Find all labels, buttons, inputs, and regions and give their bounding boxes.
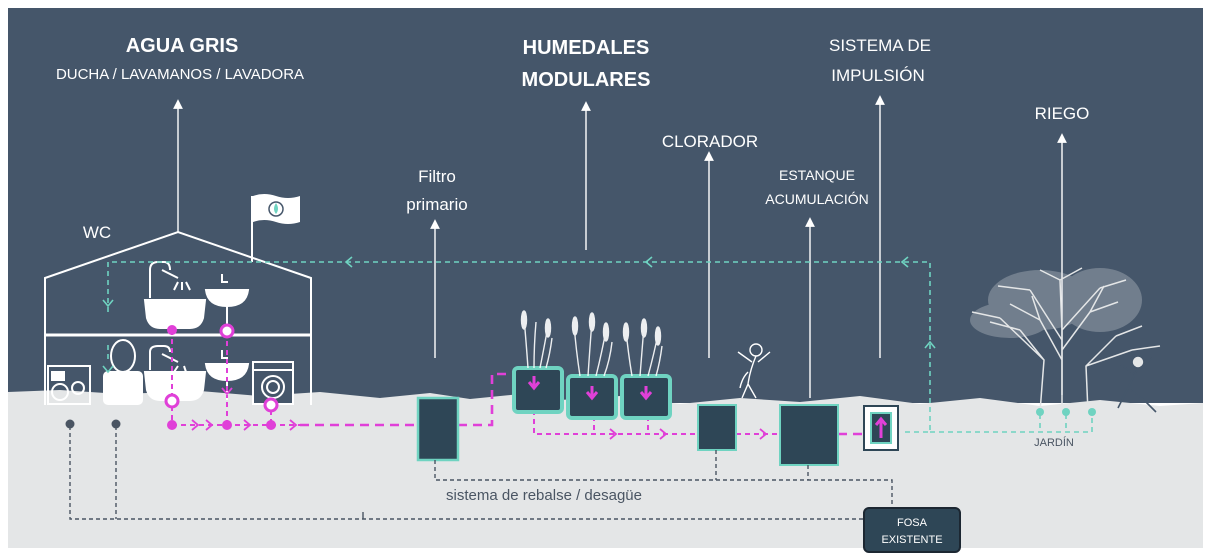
wc-label: WC — [83, 223, 111, 242]
riego-label: RIEGO — [1035, 104, 1090, 123]
greywater-junction-dots — [164, 323, 279, 430]
sistema-label-line1: SISTEMA DE — [829, 36, 931, 55]
bathtub-shower-icon-upper — [143, 261, 207, 329]
estanque-label-line1: ESTANQUE — [779, 167, 855, 183]
filtro-label-line2: primario — [406, 195, 467, 214]
jardin-label: JARDÍN — [1034, 436, 1074, 449]
fosa-existente-box — [863, 507, 961, 553]
flag-logo-icon — [251, 194, 300, 262]
filtro-label-line1: Filtro — [418, 167, 456, 186]
drain-overflow-line — [69, 426, 893, 520]
drain-inlet-dots — [65, 419, 121, 429]
return-flow-arrows — [102, 256, 936, 374]
humedal-module-2 — [566, 374, 618, 420]
fosa-label-line1: FOSA — [897, 517, 928, 529]
agua-gris-subtitle: DUCHA / LAVAMANOS / LAVADORA — [56, 66, 304, 83]
pump-arrow-icon — [874, 416, 888, 438]
humedal-module-3 — [620, 374, 672, 420]
toilet-icon — [103, 339, 143, 405]
greywater-flow-arrows — [191, 387, 768, 440]
fosa-label-line2: EXISTENTE — [881, 534, 942, 546]
clorador-tank — [697, 404, 737, 451]
estanque-acumulacion-tank — [779, 404, 839, 466]
filtro-primario-tank — [416, 396, 460, 462]
wetland-plants-icon — [520, 310, 663, 377]
bathtub-shower-icon-lower — [143, 345, 207, 401]
tree-icon — [971, 267, 1161, 413]
rebalse-label: sistema de rebalse / desagüe — [446, 487, 642, 504]
clorador-label: CLORADOR — [662, 132, 758, 151]
estanque-label-line2: ACUMULACIÓN — [765, 191, 868, 207]
label-arrows — [173, 95, 1067, 398]
humedales-label-line1: HUMEDALES — [523, 37, 650, 59]
sistema-label-line2: IMPULSIÓN — [831, 66, 925, 85]
person-icon-1 — [737, 343, 771, 399]
humedal-module-1 — [512, 366, 564, 414]
house-outline — [44, 230, 312, 405]
tree-canopy — [970, 268, 1142, 338]
return-water-line — [107, 261, 1093, 433]
sprinkler-dots — [1036, 408, 1096, 416]
person-icon-2 — [1117, 355, 1157, 413]
pump-box — [863, 405, 899, 451]
sink-icon-upper — [204, 274, 250, 326]
dishwasher-icon — [47, 365, 91, 405]
humedales-label-line2: MODULARES — [522, 69, 651, 91]
washing-machine-icon — [252, 361, 294, 405]
agua-gris-title: AGUA GRIS — [126, 35, 239, 57]
